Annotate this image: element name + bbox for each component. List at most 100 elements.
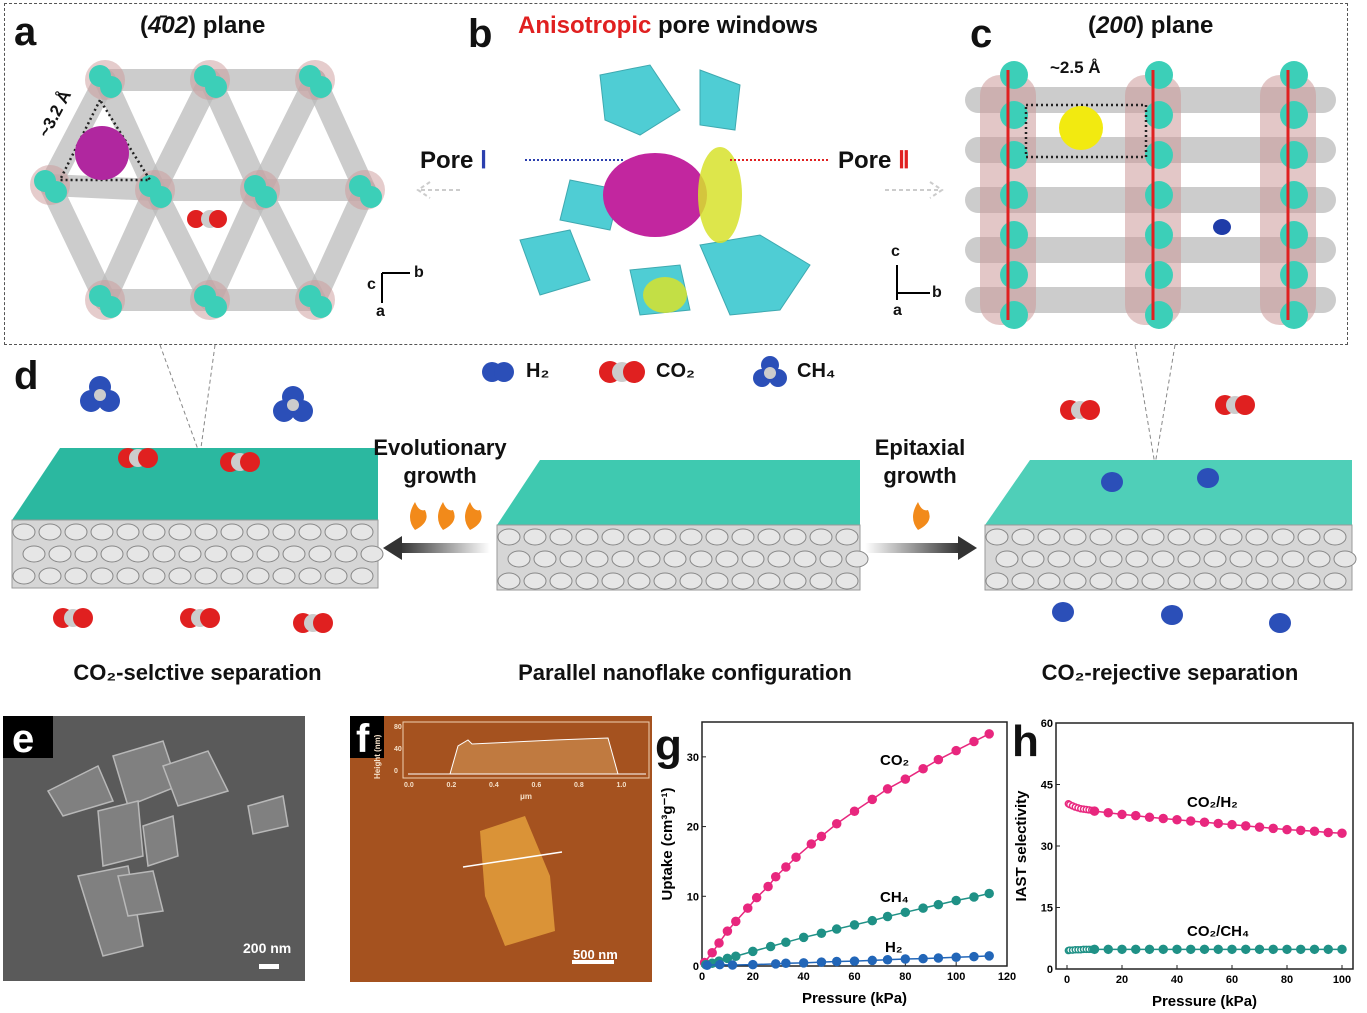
support-pebble [767, 550, 791, 568]
metal-atom [205, 76, 227, 98]
data-point [714, 938, 724, 948]
panel-label-c: c [970, 12, 993, 56]
support-pebble [679, 572, 703, 590]
metal-atom [205, 296, 227, 318]
linker [249, 179, 326, 311]
support-pebble [637, 550, 661, 568]
ch4-molecule-icon [287, 399, 299, 411]
support-pebble [663, 550, 687, 568]
support-pebble [835, 528, 859, 546]
metal-atom [1280, 301, 1308, 329]
panel-label-b: b [468, 12, 493, 56]
data-point [882, 954, 893, 965]
inset-xtick: 0.6 [531, 782, 542, 789]
axis-b-label: b [414, 264, 424, 281]
data-point [1199, 817, 1210, 827]
panel-label-e: e [12, 717, 35, 761]
support-pebble [995, 550, 1019, 568]
support-pebble [1333, 550, 1357, 568]
support-pebble [90, 523, 114, 541]
data-point [770, 872, 781, 882]
metal-atom [1145, 141, 1173, 169]
support-pebble [689, 550, 713, 568]
metal-atom [1145, 101, 1173, 129]
data-point [1227, 819, 1237, 830]
title-suffix: ) plane [1136, 12, 1214, 39]
support-pebble [809, 528, 833, 546]
x-tick-label: 80 [1281, 974, 1293, 986]
support-pebble [298, 523, 322, 541]
data-point [748, 959, 758, 970]
support-pebble [757, 528, 781, 546]
axis-a-label: a [893, 302, 902, 319]
support-pebble [793, 550, 817, 568]
pore-1-ellipsoid [603, 153, 707, 237]
axis-c-label: c [367, 276, 376, 293]
title-prefix: ( [140, 12, 148, 39]
data-point [1103, 944, 1113, 955]
metal-atom [1280, 141, 1308, 169]
support-pebble [985, 572, 1009, 590]
data-point [770, 959, 781, 969]
data-point [781, 937, 791, 948]
data-point [969, 736, 979, 747]
data-point [951, 952, 961, 963]
support-pebble [64, 567, 88, 585]
data-point [933, 899, 944, 910]
inset-frame [402, 721, 650, 779]
support-pebble [38, 567, 62, 585]
data-point [882, 911, 893, 922]
support-pebble [64, 523, 88, 541]
data-point [1172, 944, 1182, 955]
data-point [816, 928, 827, 938]
panel-label-a: a [14, 10, 37, 54]
inset-xtick: 1.0 [616, 782, 627, 789]
data-point [1131, 944, 1141, 955]
panel-label-d: d [14, 354, 39, 398]
panel-b-title: Anisotropic pore windows [518, 12, 818, 40]
metal-atom [1000, 181, 1028, 209]
data-point [900, 774, 911, 784]
pore-1-label: Pore Ⅰ [420, 146, 487, 175]
data-point [1282, 824, 1292, 835]
support-pebble [178, 545, 202, 563]
support-pebble [653, 572, 677, 590]
support-pebble [497, 572, 521, 590]
metal-atom [1280, 221, 1308, 249]
support-pebble [12, 567, 36, 585]
data-point [933, 953, 944, 963]
support-pebble [985, 528, 1009, 546]
data-point [831, 956, 842, 967]
support-pebble [22, 545, 46, 563]
data-point [816, 831, 827, 842]
support-pebble [230, 545, 254, 563]
zoom-guide-lines [159, 344, 216, 456]
support-pebble [1099, 550, 1123, 568]
support-pebble [1193, 528, 1217, 546]
support-pebble [549, 528, 573, 546]
support-pebble [601, 572, 625, 590]
support-pebble [611, 550, 635, 568]
data-point [900, 907, 911, 918]
metal-atom [150, 186, 172, 208]
support-pebble [204, 545, 228, 563]
legend-h2: H₂ [526, 360, 550, 382]
h2-molecule-icon [1052, 602, 1074, 622]
data-point [751, 892, 762, 903]
data-point [1186, 816, 1196, 826]
data-point [951, 745, 961, 756]
support-pebble [324, 523, 348, 541]
left-growth-arrow [383, 536, 490, 560]
lattice-framework [30, 60, 385, 320]
panel-a-title: (4̄02) plane [140, 12, 265, 40]
pore-2-ellipsoid [698, 147, 742, 243]
support-pebble [350, 523, 374, 541]
metal-atom [100, 296, 122, 318]
panel-label-h: h [1012, 717, 1039, 766]
series-label: CO₂ [880, 752, 909, 769]
co2-molecule-icon [313, 613, 333, 633]
h2-molecule-icon [1197, 468, 1219, 488]
support-pebble [523, 572, 547, 590]
linker [144, 69, 221, 201]
data-point [1309, 826, 1320, 836]
